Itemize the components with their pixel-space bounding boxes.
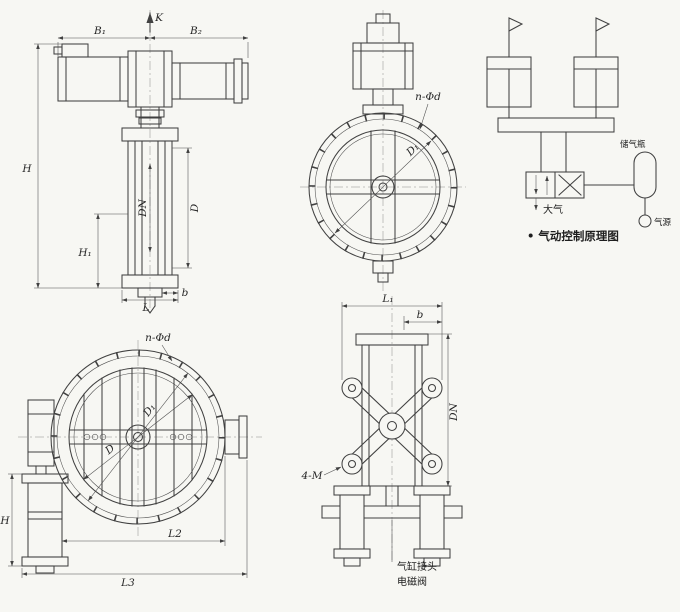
side-view: D₁ n-Φd <box>300 10 466 294</box>
linkage-dim-b: b <box>417 309 424 321</box>
air-source-label: 气源 <box>654 217 672 228</box>
front-dim-h1: H₁ <box>77 247 91 259</box>
pneumatic-schematic: 大气 储气瓶 气源 • 气动控制原理图 <box>486 17 672 243</box>
front-dim-dn: DN <box>137 198 149 217</box>
linkage-dim-dn: DN <box>448 402 460 421</box>
atmosphere-label: 大气 <box>543 203 563 216</box>
plan-view: D D₁ n-Φd H L2 L3 <box>0 332 262 589</box>
plan-dim-l2: L2 <box>167 528 182 540</box>
front-dim-h: H <box>21 163 32 175</box>
front-dim-b1: B₁ <box>93 25 106 37</box>
air-tank-label: 储气瓶 <box>620 139 646 150</box>
front-dim-k: K <box>154 12 164 24</box>
front-dim-l: L <box>142 302 150 314</box>
solenoid-valve-label: 电磁阀 <box>397 575 427 588</box>
plan-dim-h: H <box>0 515 10 527</box>
plan-dim-l3: L3 <box>120 577 135 589</box>
cylinder-joint-label: 气缸接头 <box>397 560 437 573</box>
front-dim-b2: B₂ <box>189 25 202 37</box>
linkage-bolt-count-label: 4-M <box>301 470 323 482</box>
plan-bolt-spec-label: n-Φd <box>145 332 171 344</box>
front-dim-b: b <box>182 287 189 299</box>
schematic-title: • 气动控制原理图 <box>527 229 619 243</box>
linkage-view: L₁ b 4-M DN 气缸接头 电磁阀 <box>301 293 463 588</box>
side-dim-d1: D₁ <box>403 141 421 159</box>
linkage-dim-l1: L₁ <box>381 293 393 305</box>
front-dim-d: D <box>189 203 201 213</box>
front-view: K B₁ B₂ DN D H H₁ L b <box>21 10 249 314</box>
side-bolt-spec-label: n-Φd <box>415 91 441 103</box>
